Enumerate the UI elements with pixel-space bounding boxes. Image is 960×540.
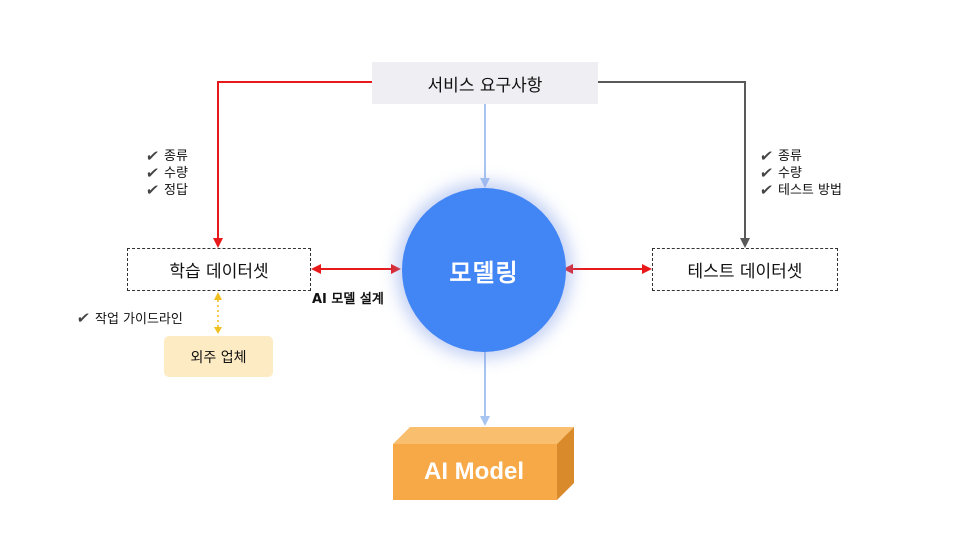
ai-model-cube <box>393 427 574 500</box>
checkmark-icon: ✔ <box>144 181 161 199</box>
work-guideline-note: ✔ 작업 가이드라인 <box>75 308 183 328</box>
test-dataset-box: 테스트 데이터셋 <box>652 248 838 291</box>
checkmark-icon: ✔ <box>144 147 161 165</box>
outsourcing-vendor-label: 외주 업체 <box>190 349 247 366</box>
checklist-item-label: 종류 <box>778 149 802 164</box>
test-dataset-label: 테스트 데이터셋 <box>687 262 803 282</box>
checklist-item-label: 수량 <box>164 166 188 181</box>
train-dataset-label: 학습 데이터셋 <box>169 262 269 282</box>
modeling-circle: 모델링 <box>402 188 566 352</box>
train-dataset-box: 학습 데이터셋 <box>127 248 311 291</box>
work-guideline-label: 작업 가이드라인 <box>95 312 183 327</box>
checklist-item-label: 정답 <box>164 183 188 198</box>
ai-model-label: AI Model <box>424 458 524 485</box>
requirements-to-test-arrow <box>598 81 750 248</box>
ai-model-cube-side <box>557 427 574 500</box>
requirements-to-train-arrow <box>213 81 372 248</box>
checkmark-icon: ✔ <box>144 164 161 182</box>
checklist-item: ✔ 정답 <box>144 181 188 199</box>
train-dataset-checklist: ✔ 종류 ✔ 수량 ✔ 정답 <box>144 147 188 199</box>
service-requirements-label: 서비스 요구사항 <box>427 75 543 96</box>
checkmark-icon: ✔ <box>758 164 775 182</box>
checklist-item: ✔ 테스트 방법 <box>758 181 842 199</box>
checklist-item-label: 테스트 방법 <box>778 183 842 198</box>
checklist-item-label: 수량 <box>778 166 802 181</box>
ai-model-design-label: AI 모델 설계 <box>312 292 384 307</box>
checkmark-icon: ✔ <box>758 147 775 165</box>
checklist-item: ✔ 종류 <box>144 147 188 165</box>
ai-model-cube-front <box>393 444 557 500</box>
checklist-item: ✔ 종류 <box>758 147 842 165</box>
checklist-item: ✔ 수량 <box>144 164 188 182</box>
checkmark-icon: ✔ <box>758 181 775 199</box>
ai-model-cube-top <box>393 427 574 444</box>
modeling-label: 모델링 <box>449 258 519 287</box>
checklist-item-label: 종류 <box>164 149 188 164</box>
checklist-item: ✔ 수량 <box>758 164 842 182</box>
outsourcing-vendor-box: 외주 업체 <box>164 336 273 377</box>
service-requirements-box: 서비스 요구사항 <box>372 62 598 104</box>
test-dataset-checklist: ✔ 종류 ✔ 수량 ✔ 테스트 방법 <box>758 147 842 199</box>
checkmark-icon: ✔ <box>75 308 92 327</box>
vendor-train-dotted-arrowhead-down <box>214 327 222 334</box>
